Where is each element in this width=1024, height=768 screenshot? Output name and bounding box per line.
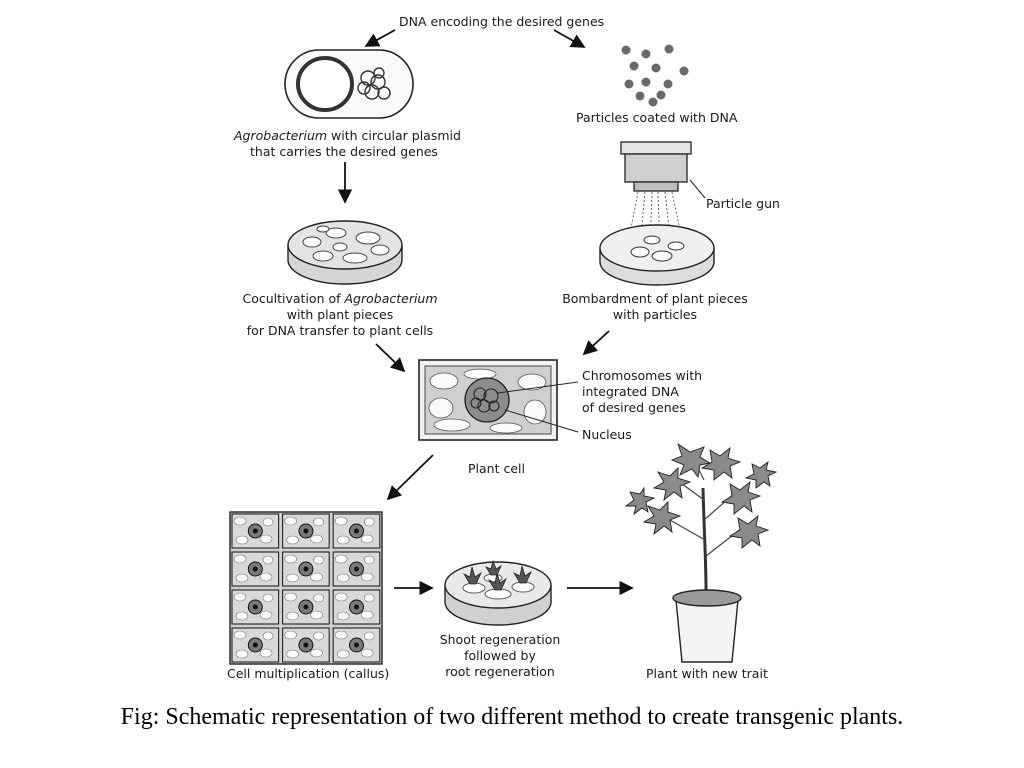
callus-vacuole bbox=[262, 555, 274, 565]
flow-arrows bbox=[337, 29, 634, 596]
callus-vacuole bbox=[286, 535, 299, 545]
callus-nucleolus bbox=[303, 604, 309, 610]
callus-nucleolus bbox=[252, 642, 258, 648]
arrow-dna-to-agrobacterium bbox=[364, 29, 396, 47]
callus-vacuole bbox=[262, 593, 274, 603]
callus-vacuole bbox=[259, 534, 273, 544]
figure-caption: Fig: Schematic representation of two dif… bbox=[120, 704, 904, 730]
plasmid-icon bbox=[357, 67, 391, 100]
callus-vacuole bbox=[286, 611, 299, 621]
callus-vacuole bbox=[310, 572, 323, 582]
shoot-regeneration-dish bbox=[444, 559, 552, 626]
label-nucleus: Nucleus bbox=[582, 427, 632, 442]
callus-vacuole bbox=[235, 535, 249, 545]
callus-vacuole bbox=[363, 631, 375, 641]
callus-nucleolus bbox=[354, 604, 359, 610]
callus-vacuole bbox=[360, 648, 374, 658]
callus-vacuole bbox=[313, 593, 324, 603]
callus-vacuole bbox=[334, 630, 348, 640]
label-agrobacterium: Agrobacterium with circular plasmid that… bbox=[234, 128, 461, 159]
callus-nucleolus bbox=[303, 642, 309, 648]
bombardment-dish bbox=[599, 224, 715, 286]
callus-nucleolus bbox=[303, 566, 309, 572]
cocultivation-dish bbox=[287, 220, 403, 285]
callus-vacuole bbox=[286, 649, 299, 659]
callus-vacuole bbox=[259, 572, 273, 582]
label-plant-trait: Plant with new trait bbox=[646, 666, 768, 681]
callus-vacuole bbox=[310, 610, 323, 620]
label-dna-source: DNA encoding the desired genes bbox=[399, 14, 605, 29]
callus-vacuole bbox=[233, 554, 247, 564]
callus-nucleolus bbox=[252, 528, 258, 534]
callus-vacuole bbox=[334, 516, 348, 526]
callus-nucleolus bbox=[252, 604, 258, 610]
plant-cell bbox=[418, 359, 579, 441]
callus-vacuole bbox=[334, 592, 348, 602]
callus-vacuole bbox=[334, 554, 348, 564]
callus-vacuole bbox=[336, 611, 350, 621]
arrow-dna-to-particles bbox=[553, 29, 586, 48]
callus-vacuole bbox=[284, 630, 297, 640]
callus-vacuole bbox=[310, 648, 323, 658]
callus-vacuole bbox=[259, 610, 273, 620]
label-cocultivation: Cocultivation of Agrobacterium with plan… bbox=[242, 291, 438, 338]
callus-vacuole bbox=[310, 534, 323, 544]
callus-vacuole bbox=[235, 611, 249, 621]
arrow-bombardment-to-cell bbox=[582, 330, 610, 356]
callus-cell-grid bbox=[229, 511, 383, 665]
callus-vacuole bbox=[235, 649, 249, 659]
callus-vacuole bbox=[360, 572, 374, 582]
arrow-cell-to-callus bbox=[386, 454, 434, 501]
label-particles: Particles coated with DNA bbox=[576, 110, 738, 125]
callus-nucleolus bbox=[252, 566, 258, 572]
dna-particles bbox=[621, 44, 689, 107]
callus-vacuole bbox=[262, 517, 274, 527]
callus-vacuole bbox=[262, 631, 274, 641]
arrow-cocultivation-to-cell bbox=[375, 343, 406, 373]
callus-vacuole bbox=[235, 573, 249, 583]
callus-nucleolus bbox=[354, 566, 359, 572]
callus-vacuole bbox=[259, 648, 273, 658]
callus-vacuole bbox=[313, 555, 324, 565]
callus-vacuole bbox=[284, 592, 297, 602]
callus-vacuole bbox=[360, 534, 374, 544]
label-bombardment: Bombardment of plant pieces with particl… bbox=[562, 291, 748, 322]
callus-vacuole bbox=[284, 516, 297, 526]
callus-vacuole bbox=[313, 517, 324, 527]
callus-vacuole bbox=[233, 630, 247, 640]
callus-vacuole bbox=[233, 516, 247, 526]
callus-vacuole bbox=[284, 554, 297, 564]
label-plant-cell: Plant cell bbox=[468, 461, 525, 476]
callus-vacuole bbox=[313, 631, 324, 641]
callus-vacuole bbox=[363, 593, 375, 603]
callus-vacuole bbox=[336, 535, 350, 545]
callus-nucleolus bbox=[303, 528, 309, 534]
agrobacterium-cell bbox=[284, 49, 414, 119]
callus-vacuole bbox=[286, 573, 299, 583]
callus-vacuole bbox=[336, 649, 350, 659]
callus-vacuole bbox=[363, 517, 375, 527]
callus-vacuole bbox=[360, 610, 374, 620]
callus-nucleolus bbox=[354, 642, 359, 648]
label-particle-gun: Particle gun bbox=[706, 196, 780, 211]
flower-pot-icon bbox=[672, 589, 742, 663]
callus-nucleolus bbox=[354, 528, 359, 534]
label-callus: Cell multiplication (callus) bbox=[227, 666, 390, 681]
label-chromosomes: Chromosomes with integrated DNA of desir… bbox=[582, 368, 703, 415]
callus-vacuole bbox=[233, 592, 247, 602]
label-shoot-regeneration: Shoot regeneration followed by root rege… bbox=[439, 632, 561, 679]
transgenic-plant-icon bbox=[624, 442, 778, 663]
callus-vacuole bbox=[336, 573, 350, 583]
callus-vacuole bbox=[363, 555, 375, 565]
